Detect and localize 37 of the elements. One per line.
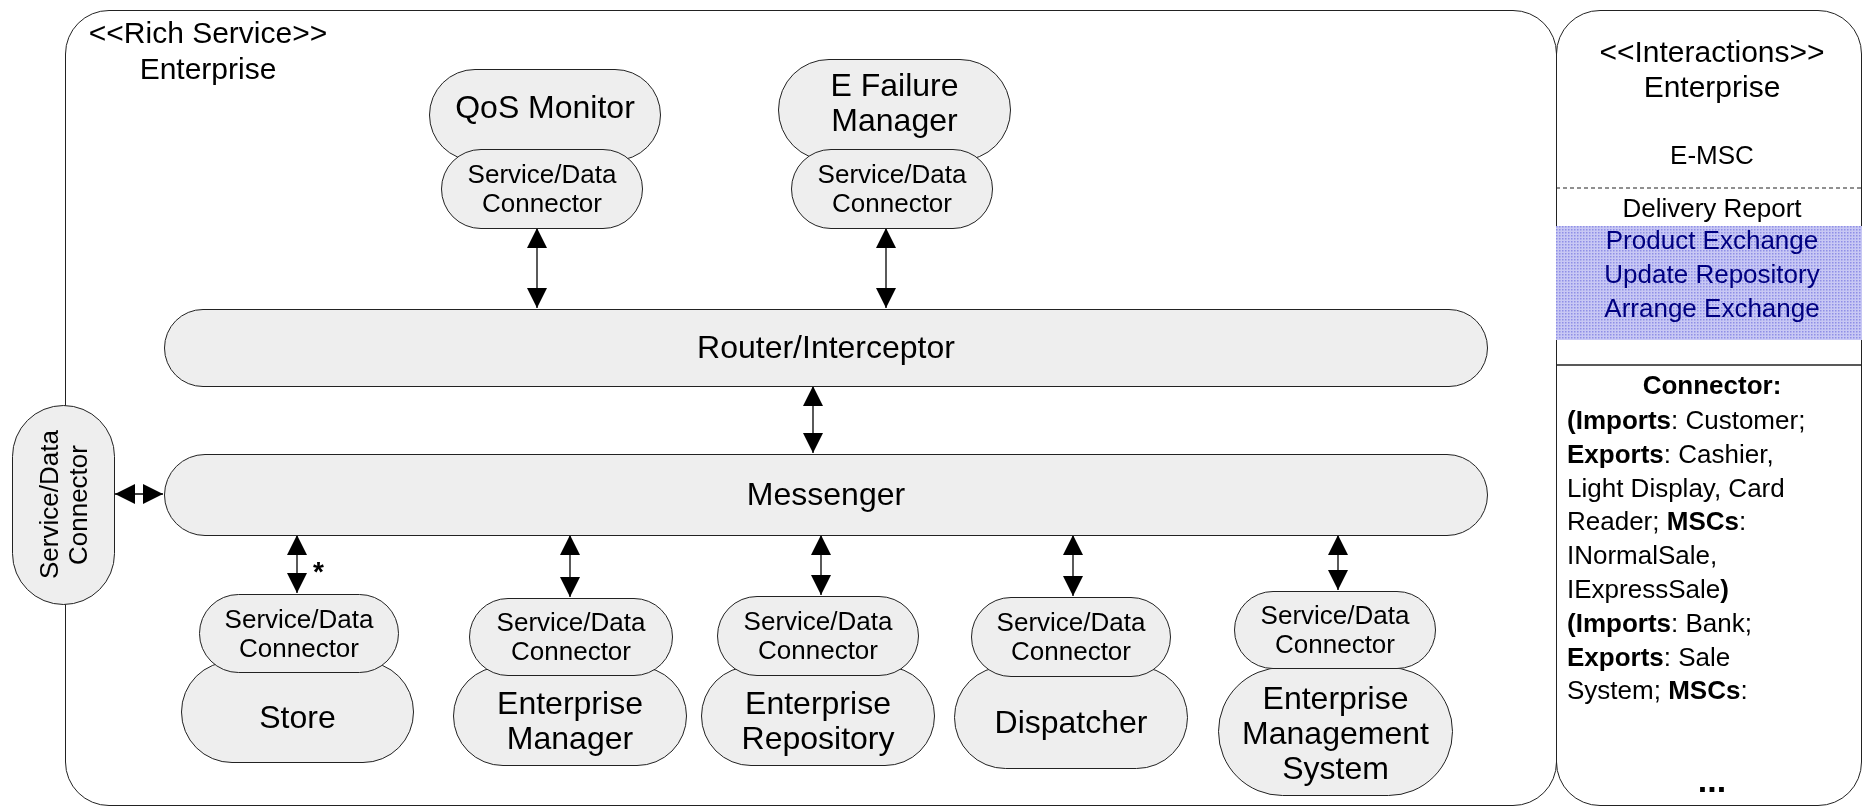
connector-label: Service/Data Connector xyxy=(742,607,894,665)
container-title: <<Rich Service>> Enterprise xyxy=(87,15,329,87)
component-label: Enterprise Management System xyxy=(1241,680,1430,787)
interaction-name: Update Repository xyxy=(1603,260,1821,290)
section-heading: E-MSC xyxy=(1669,141,1755,171)
connector-label: Service/Data Connector xyxy=(495,608,647,666)
connector-label: Service/Data Connector xyxy=(223,604,375,663)
component-label: Enterprise Manager xyxy=(496,685,644,757)
connector-label: Service/Data Connector xyxy=(816,160,968,218)
component-label: Dispatcher xyxy=(994,705,1148,741)
double-arrow xyxy=(803,385,823,454)
component-label: E Failure Manager xyxy=(829,67,960,139)
bus-label: Messenger xyxy=(746,477,906,513)
interaction-name: Arrange Exchange xyxy=(1603,294,1821,324)
component-label: QoS Monitor xyxy=(455,90,635,126)
interaction-name: Product Exchange xyxy=(1604,226,1820,256)
interactions-panel xyxy=(1556,10,1862,806)
panel-title: <<Interactions>> Enterprise xyxy=(1598,35,1826,104)
double-arrow xyxy=(287,534,307,594)
ellipsis: ... xyxy=(1696,761,1728,801)
double-arrow xyxy=(114,484,164,504)
connector-label: Service/Data Connector xyxy=(466,160,618,218)
double-arrow xyxy=(560,534,580,598)
double-arrow xyxy=(527,227,547,309)
interaction-name: Delivery Report xyxy=(1621,194,1803,224)
section-heading: Connector: xyxy=(1641,371,1783,401)
double-arrow xyxy=(876,227,896,309)
double-arrow xyxy=(1063,534,1083,597)
double-arrow xyxy=(1328,534,1348,591)
double-arrow xyxy=(811,534,831,596)
connector-label: Service/Data Connector xyxy=(1259,601,1411,659)
component-label: Store xyxy=(259,700,336,736)
connector-description: (Imports: Customer; Exports: Cashier, Light Display, Card Reader; MSCs: INormalSale, IExpressSale) (Imports: Bank; Exports: Sale System; MSCs: xyxy=(1567,404,1807,708)
connector-label: Service/Data Connector xyxy=(995,608,1147,666)
connector-label: Service/Data Connector xyxy=(34,429,93,582)
component-label: Enterprise Repository xyxy=(740,685,896,757)
bus-label: Router/Interceptor xyxy=(697,330,955,366)
